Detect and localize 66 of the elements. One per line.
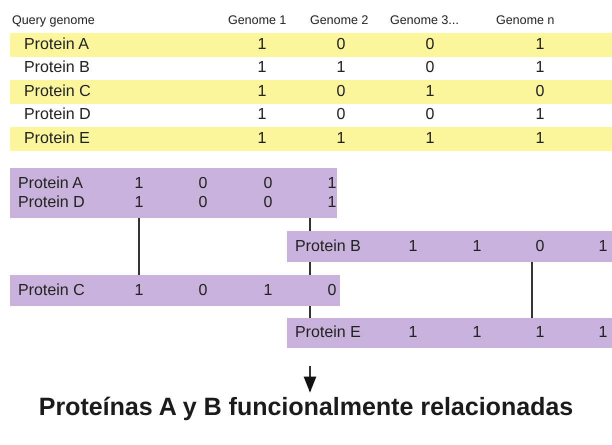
presence-value: 1 bbox=[134, 282, 144, 300]
presence-value: 0 bbox=[426, 106, 434, 124]
presence-value: 1 bbox=[336, 130, 346, 148]
presence-value: 0 bbox=[198, 174, 208, 192]
presence-value: 1 bbox=[536, 106, 544, 124]
presence-value: 1 bbox=[598, 324, 608, 342]
presence-value: 0 bbox=[336, 36, 346, 54]
presence-value: 1 bbox=[536, 130, 544, 148]
presence-value: 1 bbox=[258, 82, 266, 101]
presence-value: 0 bbox=[336, 106, 346, 124]
presence-value: 1 bbox=[258, 130, 266, 148]
presence-value: 1 bbox=[258, 106, 266, 124]
presence-value: 1 bbox=[328, 194, 336, 212]
connector-line bbox=[309, 306, 311, 318]
presence-value: 0 bbox=[536, 238, 544, 256]
arrow bbox=[304, 366, 316, 393]
column-header: Genome 3... bbox=[390, 13, 459, 27]
presence-value: 0 bbox=[426, 59, 434, 78]
profile-box bbox=[287, 318, 612, 348]
protein-name: Protein A bbox=[24, 36, 89, 54]
presence-value: 1 bbox=[264, 282, 272, 300]
presence-value: 1 bbox=[536, 324, 544, 342]
presence-value: 0 bbox=[328, 282, 336, 300]
profile-box bbox=[287, 231, 612, 262]
protein-name: Protein C bbox=[24, 82, 91, 101]
column-header: Genome n bbox=[496, 13, 554, 27]
presence-value: 1 bbox=[472, 324, 482, 342]
column-header: Genome 2 bbox=[310, 13, 368, 27]
presence-value: 1 bbox=[536, 59, 544, 78]
presence-value: 1 bbox=[408, 238, 418, 256]
profile-box bbox=[10, 168, 337, 218]
presence-value: 1 bbox=[426, 130, 434, 148]
connector-line bbox=[309, 262, 311, 275]
connector-line bbox=[531, 262, 533, 318]
protein-name: Protein A bbox=[18, 174, 83, 192]
conclusion-text: Proteínas A y B funcionalmente relacionadas bbox=[0, 393, 612, 422]
presence-value: 1 bbox=[336, 59, 346, 78]
presence-value: 1 bbox=[536, 36, 544, 54]
presence-value: 0 bbox=[198, 194, 208, 212]
presence-value: 1 bbox=[258, 59, 266, 78]
presence-value: 0 bbox=[426, 36, 434, 54]
protein-name: Protein C bbox=[18, 282, 85, 300]
presence-value: 0 bbox=[264, 174, 272, 192]
protein-name: Protein D bbox=[24, 106, 91, 124]
presence-value: 0 bbox=[336, 82, 346, 101]
profile-box bbox=[10, 275, 340, 306]
presence-value: 1 bbox=[598, 238, 608, 256]
column-header: Query genome bbox=[12, 13, 95, 27]
presence-value: 1 bbox=[134, 194, 144, 212]
presence-value: 0 bbox=[198, 282, 208, 300]
connector-line bbox=[138, 218, 140, 275]
connector-line bbox=[309, 218, 311, 231]
protein-name: Protein E bbox=[24, 130, 90, 148]
protein-name: Protein B bbox=[295, 238, 361, 256]
protein-name: Protein B bbox=[24, 59, 90, 78]
protein-name: Protein E bbox=[295, 324, 361, 342]
protein-name: Protein D bbox=[18, 194, 85, 212]
presence-value: 0 bbox=[264, 194, 272, 212]
column-header: Genome 1 bbox=[228, 13, 286, 27]
presence-value: 1 bbox=[328, 174, 336, 192]
presence-value: 1 bbox=[408, 324, 418, 342]
presence-value: 1 bbox=[472, 238, 482, 256]
presence-value: 1 bbox=[258, 36, 266, 54]
presence-value: 1 bbox=[134, 174, 144, 192]
presence-value: 0 bbox=[536, 82, 544, 101]
presence-value: 1 bbox=[426, 82, 434, 101]
